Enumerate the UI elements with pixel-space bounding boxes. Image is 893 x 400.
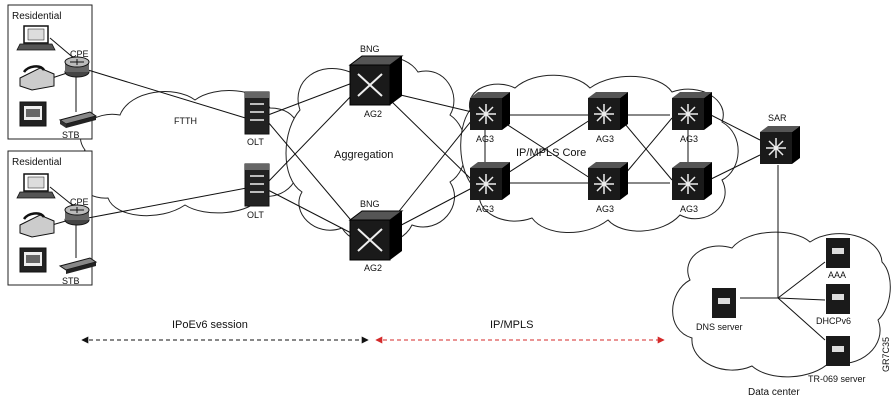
aaa-label: AAA — [828, 270, 846, 280]
olt-icon — [244, 91, 270, 135]
figure-id: GR7C35 — [881, 337, 891, 372]
ag3-label: AG3 — [596, 204, 614, 214]
ftth-label: FTTH — [174, 116, 197, 126]
olt-label: OLT — [247, 210, 264, 220]
residential-label: Residential — [12, 11, 61, 22]
aggregation-label: Aggregation — [334, 149, 393, 161]
residential-label: Residential — [12, 157, 61, 168]
stb-label: STB — [62, 130, 80, 140]
ag3-label: AG3 — [476, 134, 494, 144]
mpls-label: IP/MPLS — [490, 319, 533, 331]
ag3-switch-icon — [470, 92, 510, 130]
ag2-router-icon — [348, 55, 404, 106]
dns-server-icon — [712, 288, 736, 318]
ag3-switch-icon — [470, 162, 510, 200]
tv-icon — [19, 101, 47, 127]
dhcpv6-label: DHCPv6 — [816, 316, 851, 326]
datacenter-cloud — [672, 231, 891, 378]
olt-label: OLT — [247, 137, 264, 147]
cpe-label: CPE — [70, 197, 89, 207]
ag3-switch-icon — [672, 162, 712, 200]
ag3-switch-icon — [588, 162, 628, 200]
datacenter-label: Data center — [748, 387, 800, 398]
ag3-label: AG3 — [476, 204, 494, 214]
tr069-label: TR-069 server — [808, 374, 866, 384]
aaa-server-icon — [826, 238, 850, 268]
stb-label: STB — [62, 276, 80, 286]
ag2-label: AG2 — [364, 109, 382, 119]
bng-label: BNG — [360, 199, 380, 209]
bng-label: BNG — [360, 44, 380, 54]
set-top-box-icon — [58, 257, 98, 274]
tr069-server-icon — [826, 336, 850, 366]
dns-label: DNS server — [696, 322, 743, 332]
ag3-switch-icon — [672, 92, 712, 130]
cpe-label: CPE — [70, 49, 89, 59]
router-icon — [64, 204, 90, 226]
phone-icon — [19, 212, 55, 238]
ag3-label: AG3 — [596, 134, 614, 144]
router-icon — [64, 56, 90, 78]
olt-icon — [244, 163, 270, 207]
pc-icon — [16, 25, 56, 51]
ag3-label: AG3 — [680, 134, 698, 144]
sar-switch-icon — [760, 126, 800, 164]
ipoe-session-label: IPoEv6 session — [172, 319, 248, 331]
phone-icon — [19, 65, 55, 91]
dhcpv6-server-icon — [826, 284, 850, 314]
pc-icon — [16, 173, 56, 199]
core-label: IP/MPLS Core — [516, 147, 586, 159]
tv-icon — [19, 247, 47, 273]
ag2-label: AG2 — [364, 263, 382, 273]
ag3-switch-icon — [588, 92, 628, 130]
ag2-router-icon — [348, 210, 404, 261]
ag3-label: AG3 — [680, 204, 698, 214]
sar-label: SAR — [768, 113, 787, 123]
set-top-box-icon — [58, 111, 98, 128]
